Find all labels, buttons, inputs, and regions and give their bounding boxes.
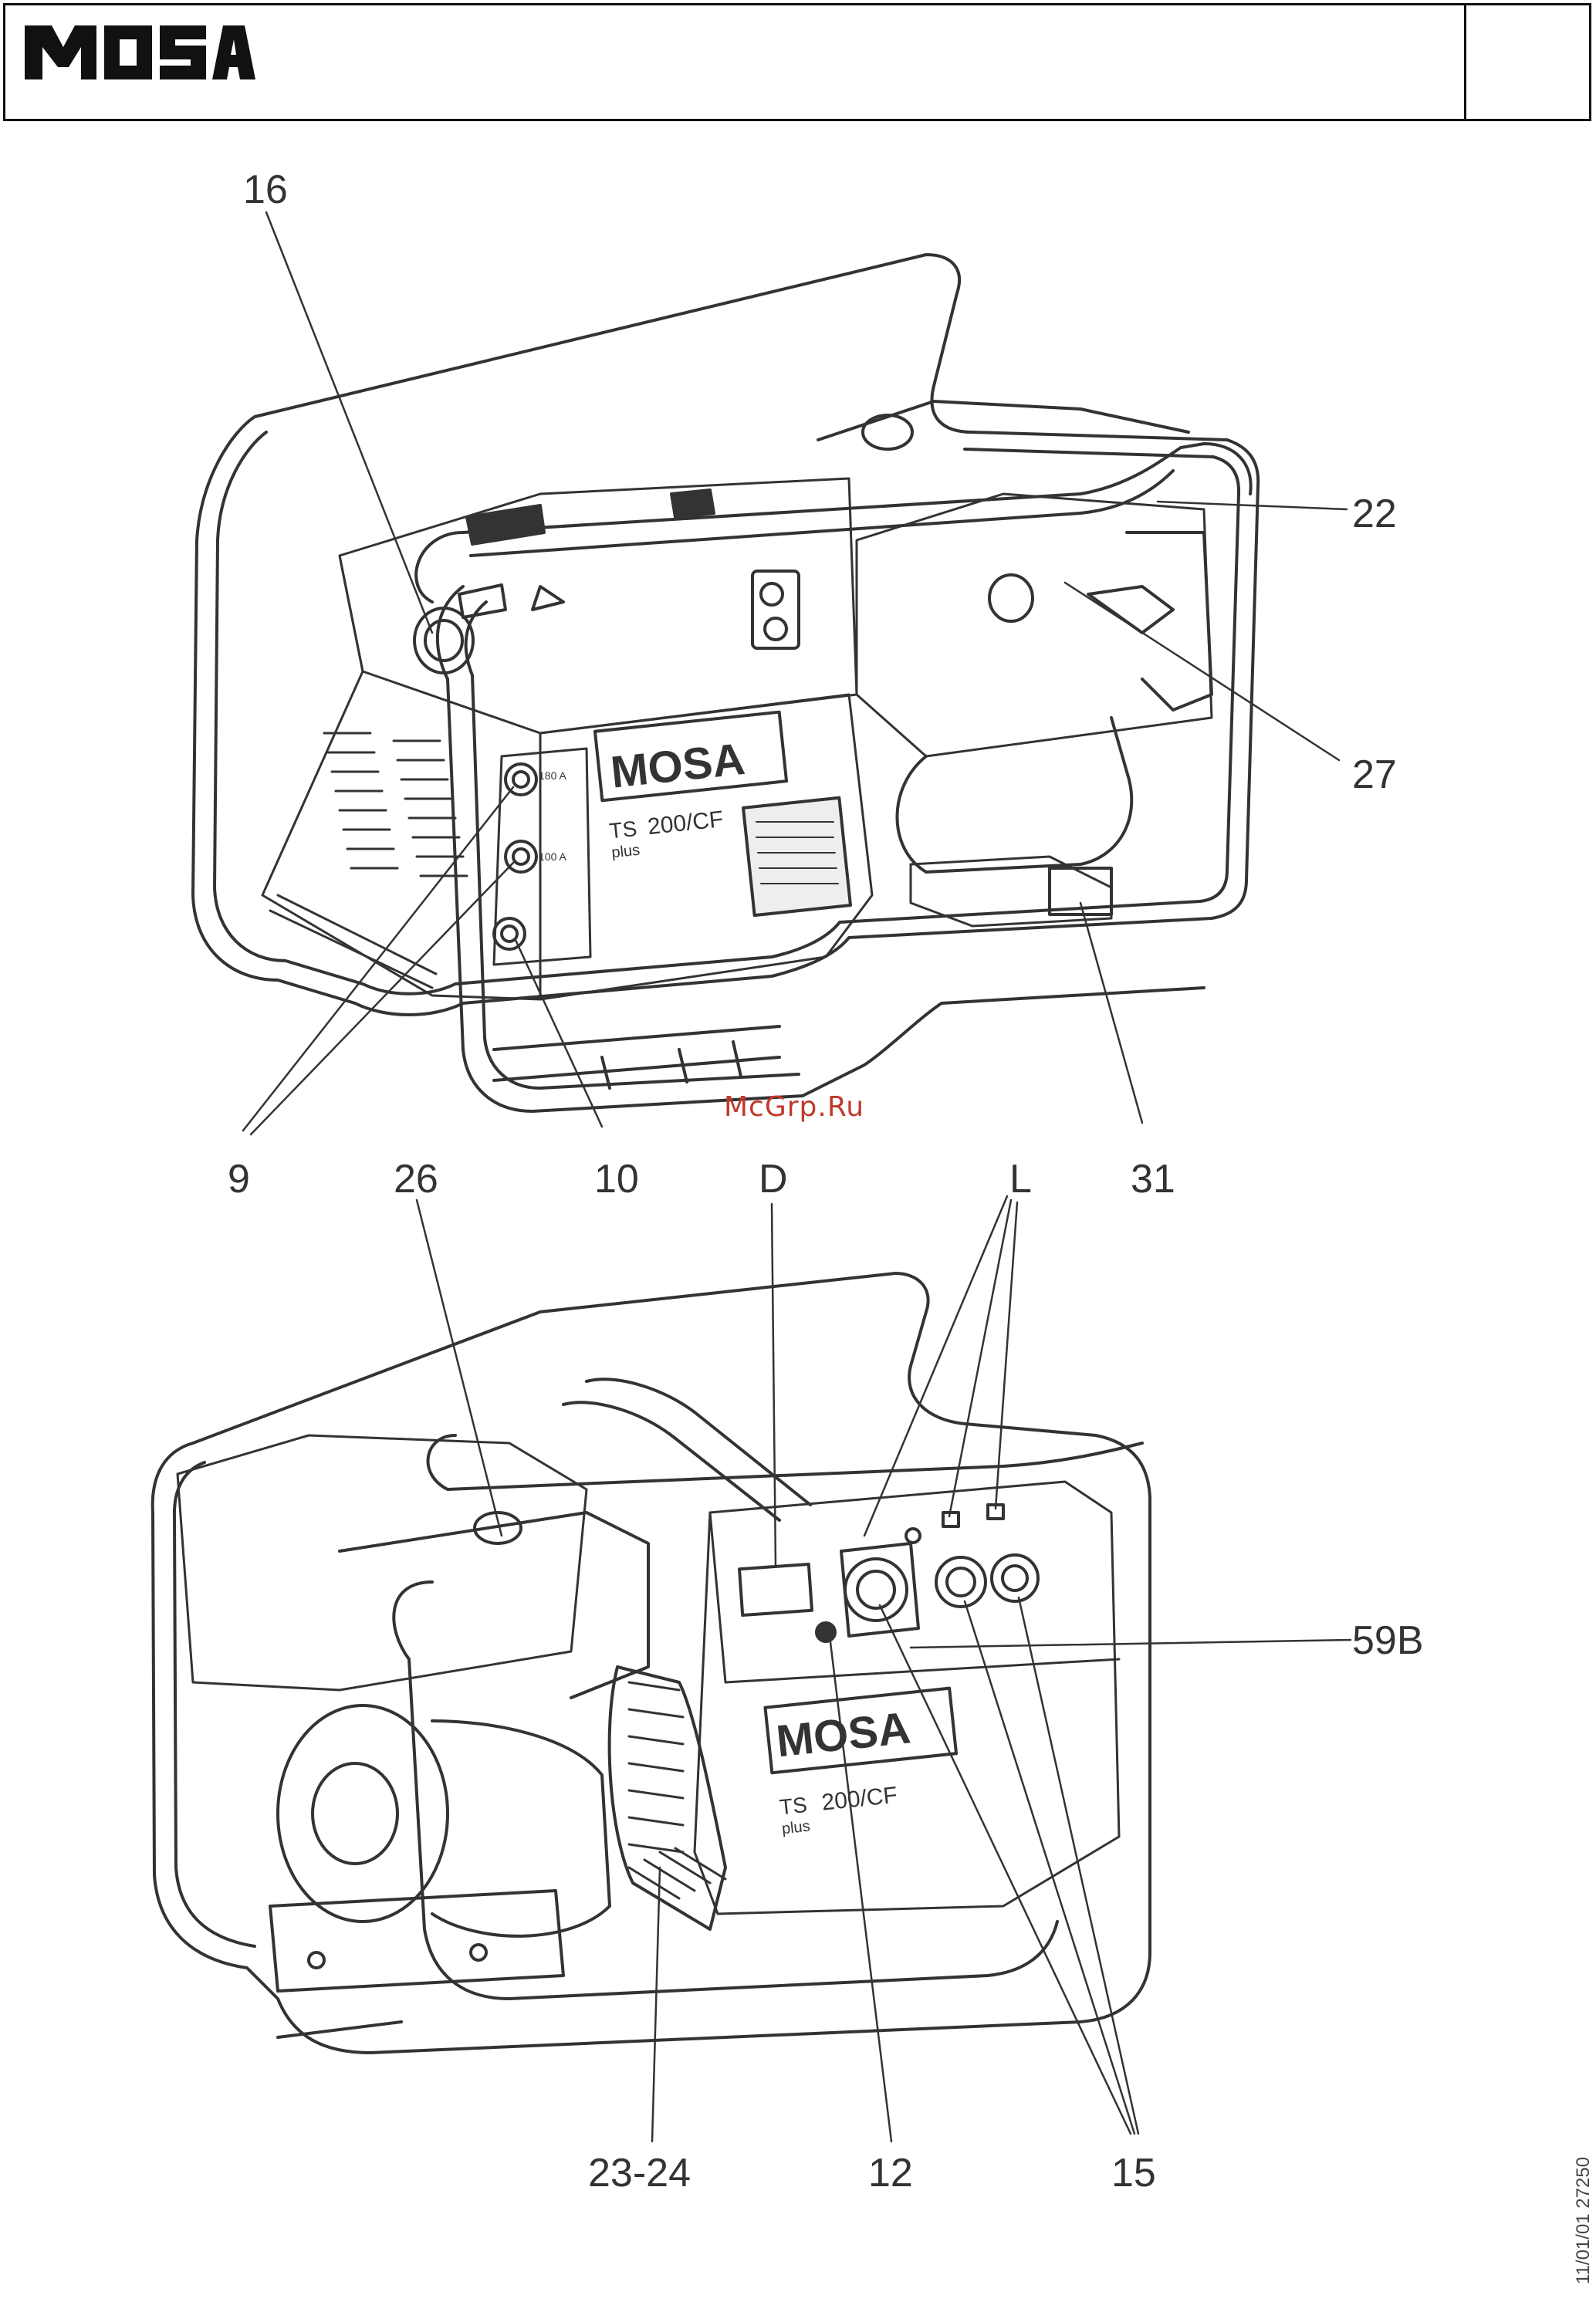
lower-model-sub: plus [781,1818,811,1838]
callout-l: L [1009,1159,1032,1199]
callout-10: 10 [594,1159,639,1199]
callout-27: 27 [1352,755,1397,795]
upper-leaders [243,212,1347,1134]
lower-model-prefix: TS [778,1793,808,1820]
upper-model-prefix: TS [608,816,638,843]
upper-generator-view [193,255,1258,1111]
lower-generator-view [153,1273,1150,2053]
callout-9: 9 [228,1159,250,1199]
callout-15: 15 [1111,2153,1156,2193]
callout-23-24: 23-24 [588,2153,691,2193]
callout-16: 16 [243,170,288,210]
callout-d: D [759,1159,788,1199]
callout-59b: 59B [1352,1621,1424,1661]
upper-model: 200/CF [647,806,725,840]
document-code: 11/01/01 27250 [1573,2157,1594,2284]
upper-socket-label-top: 180 A [539,769,566,782]
callout-22: 22 [1352,494,1397,534]
lower-plate-brand: MOSA [774,1702,913,1766]
callout-26: 26 [394,1159,438,1199]
watermark: McGrp.Ru [724,1091,864,1123]
lower-model: 200/CF [820,1783,898,1816]
lower-leaders [417,1196,1351,2141]
upper-socket-label-mid: 100 A [539,850,566,863]
callout-12: 12 [868,2153,913,2193]
callout-31: 31 [1131,1159,1175,1199]
upper-model-sub: plus [610,842,641,862]
